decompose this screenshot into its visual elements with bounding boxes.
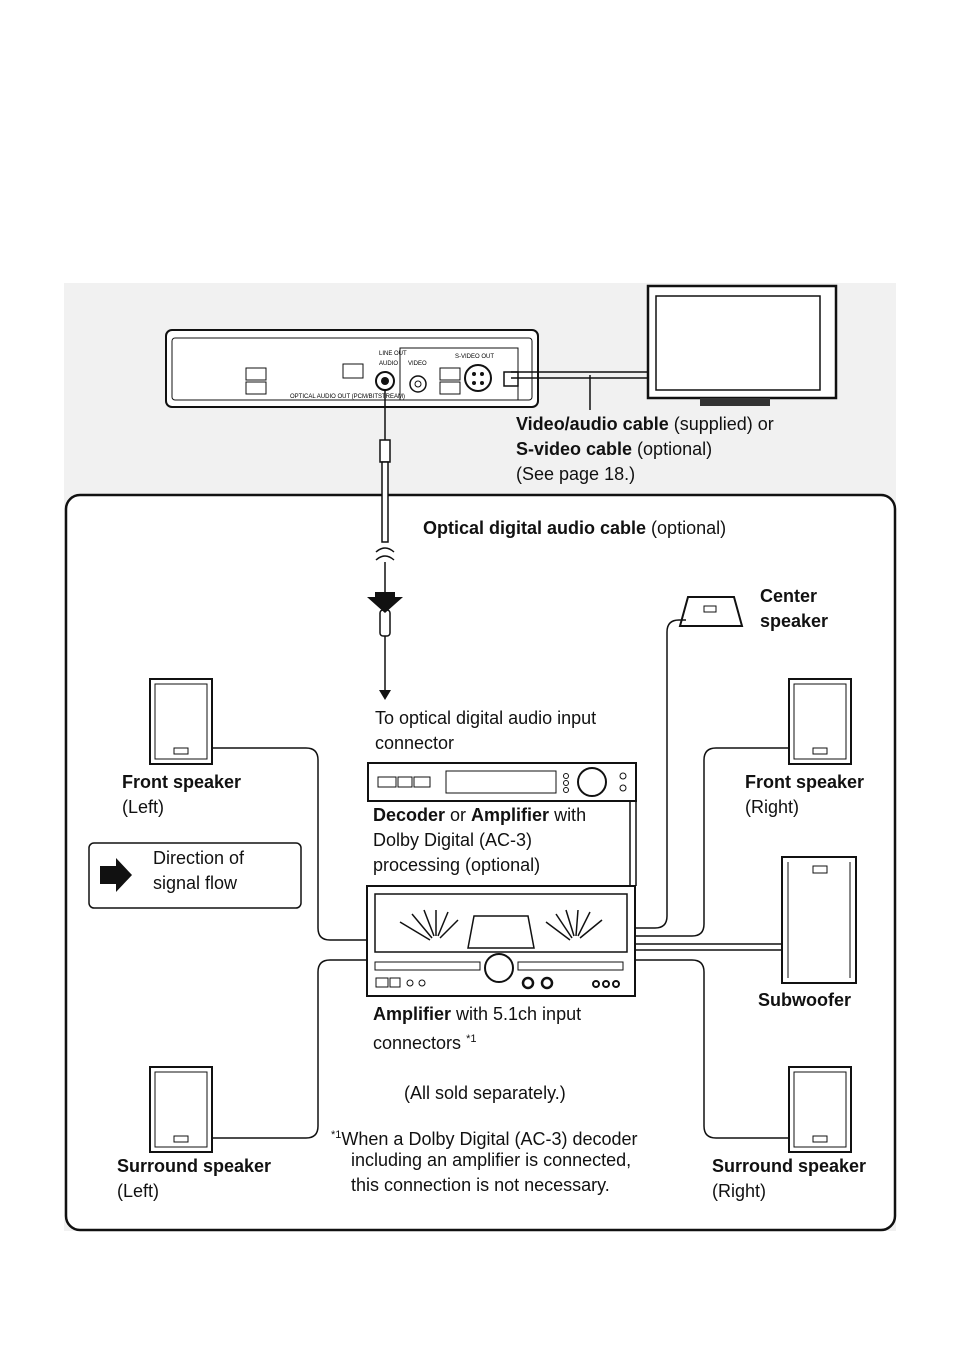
decoder-label-line2: Dolby Digital (AC-3)	[373, 830, 533, 850]
decoder-label-line3: processing (optional)	[373, 855, 541, 875]
surround-left-speaker-icon	[149, 1066, 213, 1153]
system-box	[64, 493, 897, 1232]
subwoofer-label: Subwoofer	[758, 990, 851, 1010]
audio-label: AUDIO	[379, 361, 398, 367]
amplifier-rest: with 5.1ch input	[451, 1004, 582, 1024]
video-cable-label-line2: S-video cable (optional)	[516, 437, 712, 462]
decoder-rest: with	[549, 805, 587, 825]
optical-cable-rest: (optional)	[646, 518, 727, 538]
amplifier-note-mark: *1	[466, 1033, 477, 1045]
video-cable	[511, 371, 648, 410]
front-right-speaker-icon	[788, 678, 852, 765]
signal-arrow-icon	[367, 592, 403, 613]
direction-arrow-icon	[100, 858, 132, 892]
front-left-label: Front speaker	[122, 772, 242, 792]
amplifier-line2: connectors	[373, 1033, 467, 1053]
s-video-cable-text: S-video cable	[516, 439, 633, 459]
video-cable-label-line1: Video/audio cable (supplied) or	[516, 412, 774, 437]
line-out-label: LINE OUT	[379, 351, 407, 357]
decoder-device-icon	[367, 762, 637, 802]
footnote-text1: When a Dolby Digital (AC-3) decoder	[341, 1129, 638, 1149]
legend-line2: signal flow	[153, 873, 238, 893]
optical-out-label: OPTICAL AUDIO OUT (PCM/BITSTREAM)	[290, 394, 405, 400]
optical-cable-bold: Optical digital audio cable	[423, 518, 647, 538]
front-right-side: (Right)	[745, 797, 800, 817]
decoder-to-amplifier-cable	[629, 801, 637, 886]
video-cable-rest2: (optional)	[632, 439, 713, 459]
surround-left-label: Surround speaker	[117, 1156, 272, 1176]
center-speaker-label-2: speaker	[760, 611, 829, 631]
legend-box	[88, 842, 302, 909]
subwoofer-icon	[781, 856, 857, 984]
amplifier-label-line1: Amplifier with 5.1ch input	[373, 1002, 581, 1027]
footnote-line3: this connection is not necessary.	[351, 1175, 610, 1195]
front-left-speaker-icon	[149, 678, 213, 765]
decoder-mid: or	[445, 805, 472, 825]
video-audio-cable-text: Video/audio cable	[516, 414, 669, 434]
amplifier-bold-text: Amplifier	[373, 1004, 452, 1024]
video-cable-rest1: (supplied) or	[668, 414, 774, 434]
video-label: VIDEO	[408, 361, 427, 367]
surround-left-side: (Left)	[117, 1181, 160, 1201]
sold-separately-note: (All sold separately.)	[404, 1083, 566, 1103]
center-speaker-label-1: Center	[760, 586, 818, 606]
video-cable-label-line3: (See page 18.)	[516, 464, 636, 484]
optical-input-label-2: connector	[375, 733, 455, 753]
decoder-bold: Decoder	[373, 805, 446, 825]
surround-right-side: (Right)	[712, 1181, 767, 1201]
footnote-mark: *1	[331, 1129, 342, 1141]
speaker-cables	[212, 619, 789, 1139]
surround-right-speaker-icon	[788, 1066, 852, 1153]
optical-cable-label: Optical digital audio cable (optional)	[423, 516, 726, 541]
surround-right-label: Surround speaker	[712, 1156, 867, 1176]
amplifier-bold: Amplifier	[471, 805, 550, 825]
amplifier-label-line2: connectors *1	[373, 1027, 476, 1056]
front-right-label: Front speaker	[745, 772, 865, 792]
front-left-side: (Left)	[122, 797, 165, 817]
s-video-out-label: S-VIDEO OUT	[455, 354, 494, 360]
optical-cable	[375, 390, 395, 690]
small-arrow-icon	[379, 690, 391, 700]
footnote-line1: *1When a Dolby Digital (AC-3) decoder	[331, 1123, 638, 1152]
decoder-label-line1: Decoder or Amplifier with	[373, 803, 586, 828]
player-rear-panel: LINE OUT AUDIO VIDEO S-VIDEO OUT OPTICAL…	[165, 329, 539, 408]
tv-icon	[646, 284, 838, 406]
center-speaker-icon	[678, 596, 744, 627]
legend-line1: Direction of	[153, 848, 245, 868]
amplifier-device-icon	[366, 885, 636, 997]
footnote-line2: including an amplifier is connected,	[351, 1150, 632, 1170]
optical-input-label-1: To optical digital audio input	[375, 708, 597, 728]
